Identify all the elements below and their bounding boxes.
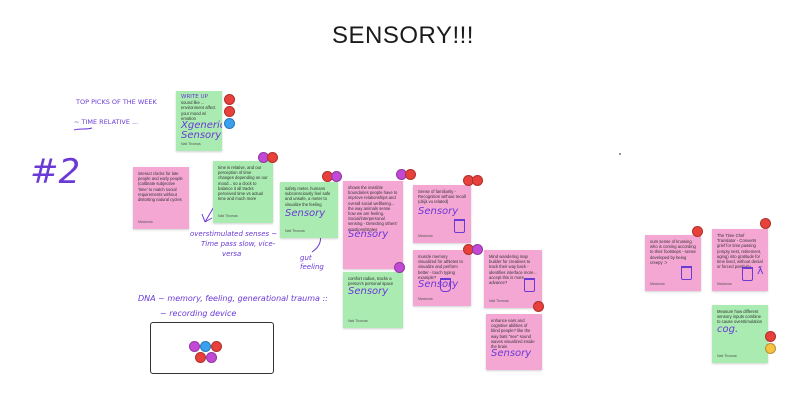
- note-tag: Sensory: [348, 228, 389, 240]
- note-author: Nati Thomas: [285, 228, 305, 233]
- vote-dot[interactable]: [760, 218, 771, 229]
- note-text: Mind wandering map builder for creatives…: [489, 254, 537, 286]
- note-text: time is relative, and our perception of …: [218, 165, 268, 202]
- vote-dot[interactable]: [224, 94, 235, 105]
- note-text: sound like ... environment affect your m…: [181, 100, 216, 121]
- board-title: SENSORY!!!: [332, 22, 474, 49]
- sticky-note[interactable]: Measure how different sensory inputs com…: [712, 305, 768, 363]
- vote-dot[interactable]: [224, 118, 235, 129]
- sticky-note[interactable]: The Time Chef Translator - Converts grie…: [712, 229, 768, 291]
- note-tag: Sensory: [418, 205, 459, 217]
- vote-dot[interactable]: [189, 341, 200, 352]
- sticky-note[interactable]: comfort radius, tracks a person's person…: [343, 272, 403, 328]
- vote-dot[interactable]: [765, 343, 776, 354]
- vote-dot[interactable]: [405, 169, 416, 180]
- vote-dot[interactable]: [472, 244, 483, 255]
- note-text: muscle memory visualized for athletes to…: [418, 254, 463, 280]
- write-up-label: WRITE UP: [181, 94, 208, 100]
- note-author: Marianna: [650, 281, 665, 286]
- vote-dot[interactable]: [765, 331, 776, 342]
- vote-dot[interactable]: [200, 341, 211, 352]
- note-author: Marianna: [418, 233, 433, 238]
- note-tag: cog.: [717, 323, 739, 335]
- vote-dot[interactable]: [211, 341, 222, 352]
- note-text: shows the invisible boundaries people ha…: [348, 185, 398, 232]
- sticky-note[interactable]: shows the invisible boundaries people ha…: [343, 181, 403, 269]
- trash-icon: [742, 267, 753, 281]
- number-annotation[interactable]: #2: [30, 152, 81, 192]
- vote-dot[interactable]: [394, 262, 405, 273]
- note-text: interact clocks for late people and earl…: [138, 171, 183, 203]
- note-text: safety meter, humans subconsciously feel…: [285, 186, 331, 207]
- note-tag: Sensory: [285, 207, 326, 219]
- note-text: Measure how different sensory inputs com…: [717, 309, 763, 325]
- vote-dot[interactable]: [533, 301, 544, 312]
- sticky-note[interactable]: enhance ears and cognitive abilities of …: [486, 314, 542, 370]
- small-mark: [619, 153, 621, 155]
- dna-annotation[interactable]: DNA ~ memory, feeling, generational trau…: [138, 294, 328, 303]
- recording-device-annotation[interactable]: ~ recording device: [160, 309, 237, 318]
- sticky-note[interactable]: WRITE UP sound like ... environment affe…: [176, 91, 222, 151]
- sticky-note[interactable]: time is relative, and our perception of …: [213, 161, 273, 223]
- note-text: Sense of familiarity - Recognition witho…: [418, 189, 466, 205]
- trash-icon: [681, 266, 692, 280]
- sticky-note[interactable]: ours sense of knowing who is coming acco…: [645, 235, 701, 291]
- vote-dot[interactable]: [206, 352, 217, 363]
- note-author: Marianna: [418, 296, 433, 301]
- note-text: The Time Chef Translator - Converts grie…: [717, 233, 763, 270]
- sticky-note[interactable]: Mind wandering map builder for creatives…: [484, 250, 542, 308]
- note-text: enhance ears and cognitive abilities of …: [491, 318, 535, 350]
- recording-device-frame[interactable]: [150, 322, 274, 374]
- sticky-note[interactable]: safety meter, humans subconsciously feel…: [280, 182, 338, 238]
- vote-dot[interactable]: [331, 171, 342, 182]
- vote-dot[interactable]: [224, 106, 235, 117]
- note-author: Nati Thomas: [717, 353, 737, 358]
- vote-dot[interactable]: [267, 152, 278, 163]
- note-text: comfort radius, tracks a person's person…: [348, 276, 394, 287]
- vote-dot[interactable]: [195, 352, 206, 363]
- trash-icon: [524, 278, 535, 292]
- arrow-stroke: [73, 127, 93, 131]
- note-author: Marianna: [138, 219, 153, 224]
- vote-dot[interactable]: [472, 175, 483, 186]
- timepass-annotation[interactable]: Time pass slow, vice-: [201, 240, 276, 248]
- note-author: Nati Thomas: [181, 141, 201, 146]
- overstimulated-annotation[interactable]: overstimulated senses ~: [190, 230, 278, 238]
- top-picks-annotation[interactable]: TOP PICKS OF THE WEEK: [76, 98, 157, 106]
- note-tag: Sensory: [491, 348, 532, 360]
- note-author: Marianna: [717, 281, 732, 286]
- note-author: Nati Thomas: [348, 318, 368, 323]
- sticky-note[interactable]: Sense of familiarity - Recognition witho…: [413, 185, 471, 243]
- note-author: Nati Thomas: [218, 213, 238, 218]
- cup-icon: [440, 278, 451, 292]
- versa-annotation[interactable]: versa: [222, 250, 242, 258]
- note-author: Nati Thomas: [489, 298, 509, 303]
- vote-dot[interactable]: [692, 226, 703, 237]
- gut-feeling-annotation[interactable]: gut feeling: [300, 254, 324, 271]
- trash-icon: [454, 219, 465, 233]
- note-tag: Sensory: [348, 286, 389, 298]
- note-tag: Xgeneric Sensory: [181, 120, 222, 142]
- sticky-note[interactable]: interact clocks for late people and earl…: [133, 167, 189, 229]
- note-tag: Sensory: [418, 279, 459, 291]
- person-icon: ƛ: [757, 264, 764, 277]
- time-relative-annotation[interactable]: ~ TIME RELATIVE ...: [74, 118, 139, 126]
- note-text: ours sense of knowing who is coming acco…: [650, 239, 696, 265]
